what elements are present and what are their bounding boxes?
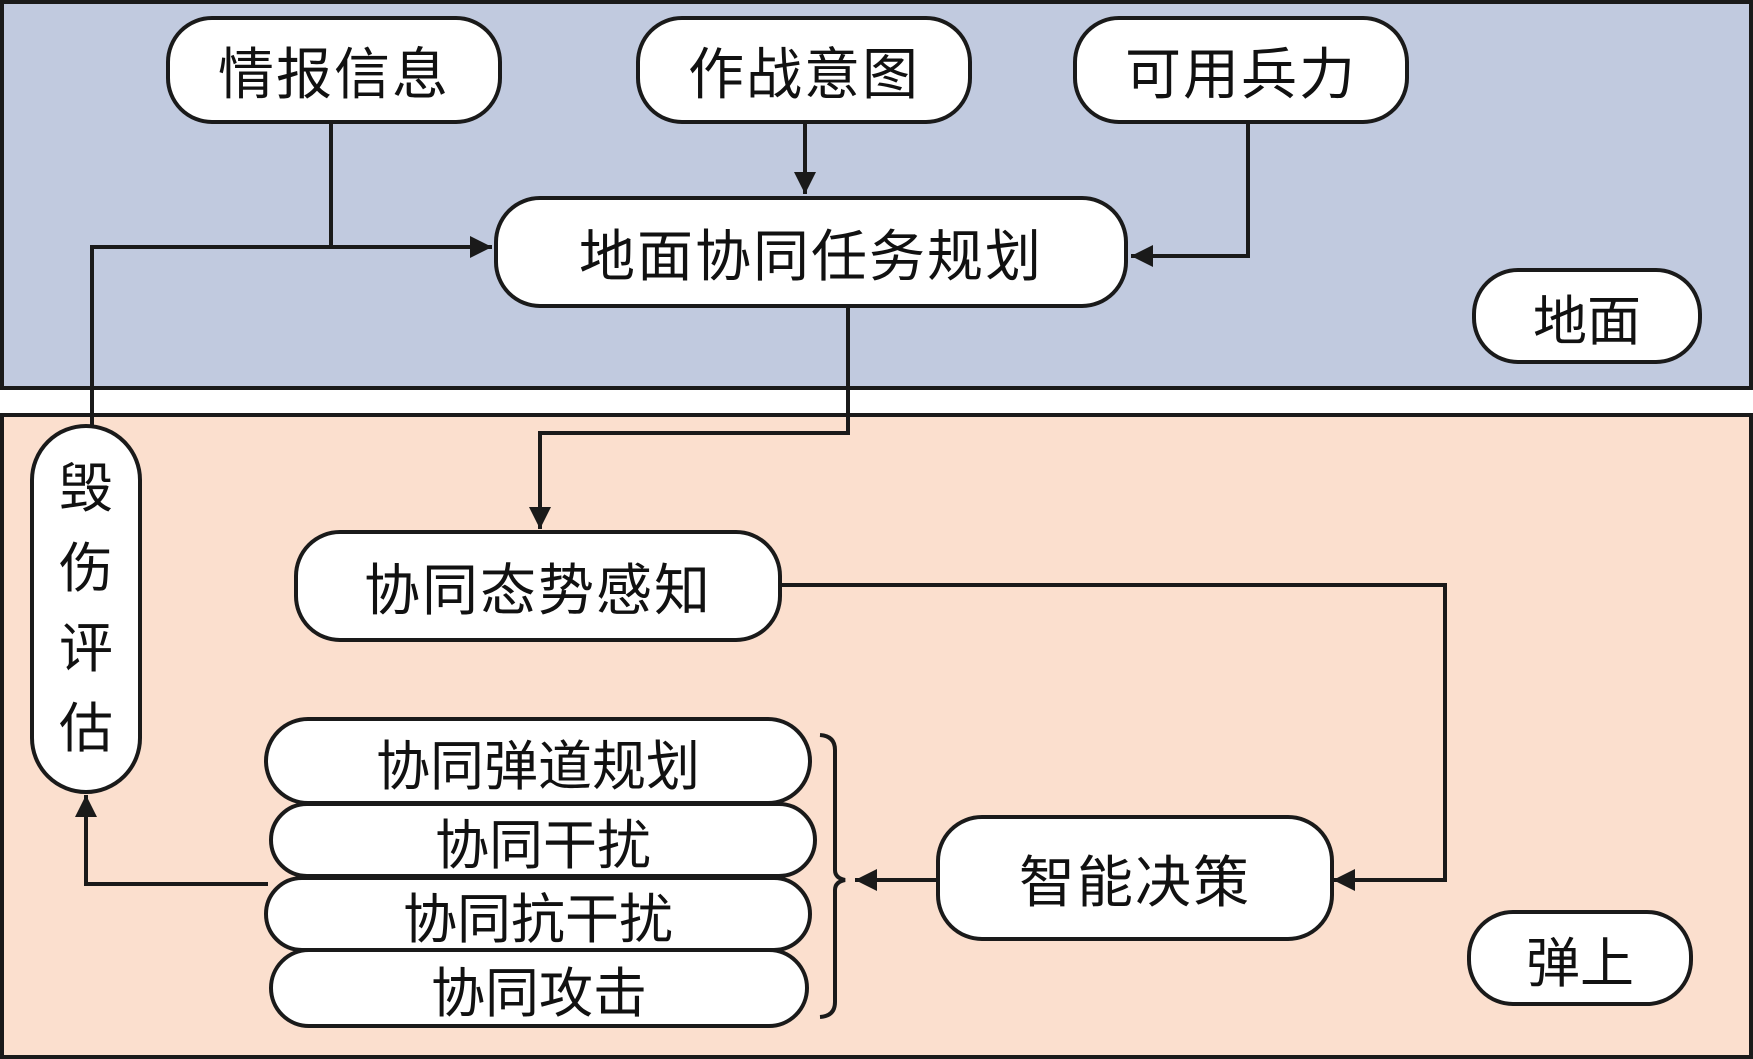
actions-bracket (819, 733, 846, 1019)
action-label: 协同攻击 (431, 961, 647, 1025)
intent-label: 作战意图 (688, 42, 920, 108)
action-item[interactable]: 协同弹道规划 (264, 717, 812, 805)
action-item[interactable]: 协同抗干扰 (264, 876, 812, 952)
intel-node[interactable]: 情报信息 (166, 16, 502, 124)
forces-node[interactable]: 可用兵力 (1073, 16, 1409, 124)
forces-label: 可用兵力 (1125, 42, 1357, 108)
damage-assessment-char: 伤 (59, 537, 113, 600)
missile-zone-label: 弹上 (1467, 910, 1693, 1006)
damage-assessment-node[interactable]: 毁 伤 评 估 (30, 424, 142, 794)
action-item[interactable]: 协同攻击 (269, 948, 809, 1028)
intel-label: 情报信息 (218, 42, 450, 108)
edge-forces-to-planning (1131, 122, 1250, 267)
edge-awareness-to-decision (780, 583, 1447, 891)
action-label: 协同抗干扰 (403, 887, 673, 951)
ground-planning-label: 地面协同任务规划 (579, 224, 1043, 290)
ground-planning-node[interactable]: 地面协同任务规划 (494, 196, 1128, 308)
damage-assessment-char: 毁 (59, 457, 113, 520)
edge-planning-to-awareness (529, 306, 850, 529)
damage-assessment-char: 评 (59, 617, 113, 680)
edge-assessment-to-planning (90, 236, 492, 428)
action-label: 协同弹道规划 (376, 734, 700, 798)
ground-zone-text: 地面 (1533, 289, 1641, 353)
edge-actions-to-assessment (75, 795, 268, 886)
intelligent-decision-node[interactable]: 智能决策 (936, 815, 1334, 941)
ground-zone-label: 地面 (1472, 268, 1702, 364)
action-item[interactable]: 协同干扰 (269, 802, 817, 878)
damage-assessment-char: 估 (59, 697, 113, 760)
action-label: 协同干扰 (435, 813, 651, 877)
intent-node[interactable]: 作战意图 (636, 16, 972, 124)
intelligent-decision-label: 智能决策 (1019, 850, 1251, 916)
situation-awareness-node[interactable]: 协同态势感知 (294, 530, 782, 642)
missile-zone-text: 弹上 (1526, 931, 1634, 995)
situation-awareness-label: 协同态势感知 (364, 558, 712, 624)
